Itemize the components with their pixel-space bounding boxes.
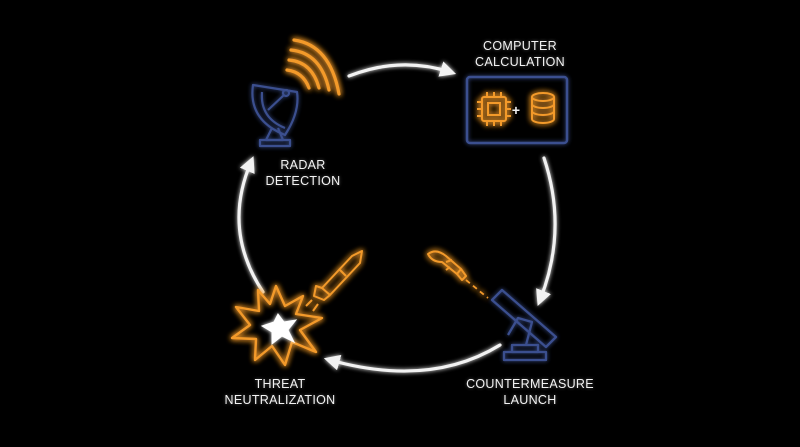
- cpu-plus-database-icon: +: [465, 75, 569, 145]
- computer-calculation-label: COMPUTER CALCULATION: [465, 38, 575, 70]
- incoming-missile-icon: [305, 250, 363, 312]
- cpu-chip-icon: [477, 92, 511, 126]
- threat-label-line2: NEUTRALIZATION: [224, 393, 336, 407]
- arrow-compute-to-counter: [536, 156, 557, 306]
- radar-detection-label: RADAR DETECTION: [248, 157, 358, 189]
- arrow-counter-to-threat: [323, 343, 502, 373]
- explosion-core: [260, 313, 298, 346]
- arrow-radar-to-compute: [347, 61, 457, 78]
- counter-label-line1: COUNTERMEASURE: [466, 377, 594, 391]
- launched-missile-icon: [427, 250, 489, 299]
- compute-label-line2: CALCULATION: [475, 55, 565, 69]
- arrow-threat-to-radar: [237, 156, 265, 294]
- countermeasure-launch-label: COUNTERMEASURE LAUNCH: [455, 376, 605, 408]
- missile-launcher-icon: [427, 250, 558, 362]
- counter-label-line2: LAUNCH: [503, 393, 557, 407]
- radar-label-line1: RADAR: [280, 158, 326, 172]
- explosion-missile-icon: [230, 250, 363, 367]
- compute-label-line1: COMPUTER: [483, 39, 557, 53]
- cycle-arrows: [237, 61, 557, 373]
- explosion-burst-icon: [230, 284, 324, 367]
- radar-dish-icon: [251, 38, 341, 148]
- computation-panel: [465, 75, 569, 145]
- threat-label-line1: THREAT: [254, 377, 306, 391]
- threat-neutralization-label: THREAT NEUTRALIZATION: [215, 376, 345, 408]
- database-icon: [531, 92, 555, 124]
- radar-label-line2: DETECTION: [265, 174, 341, 188]
- plus-operator: +: [512, 102, 520, 118]
